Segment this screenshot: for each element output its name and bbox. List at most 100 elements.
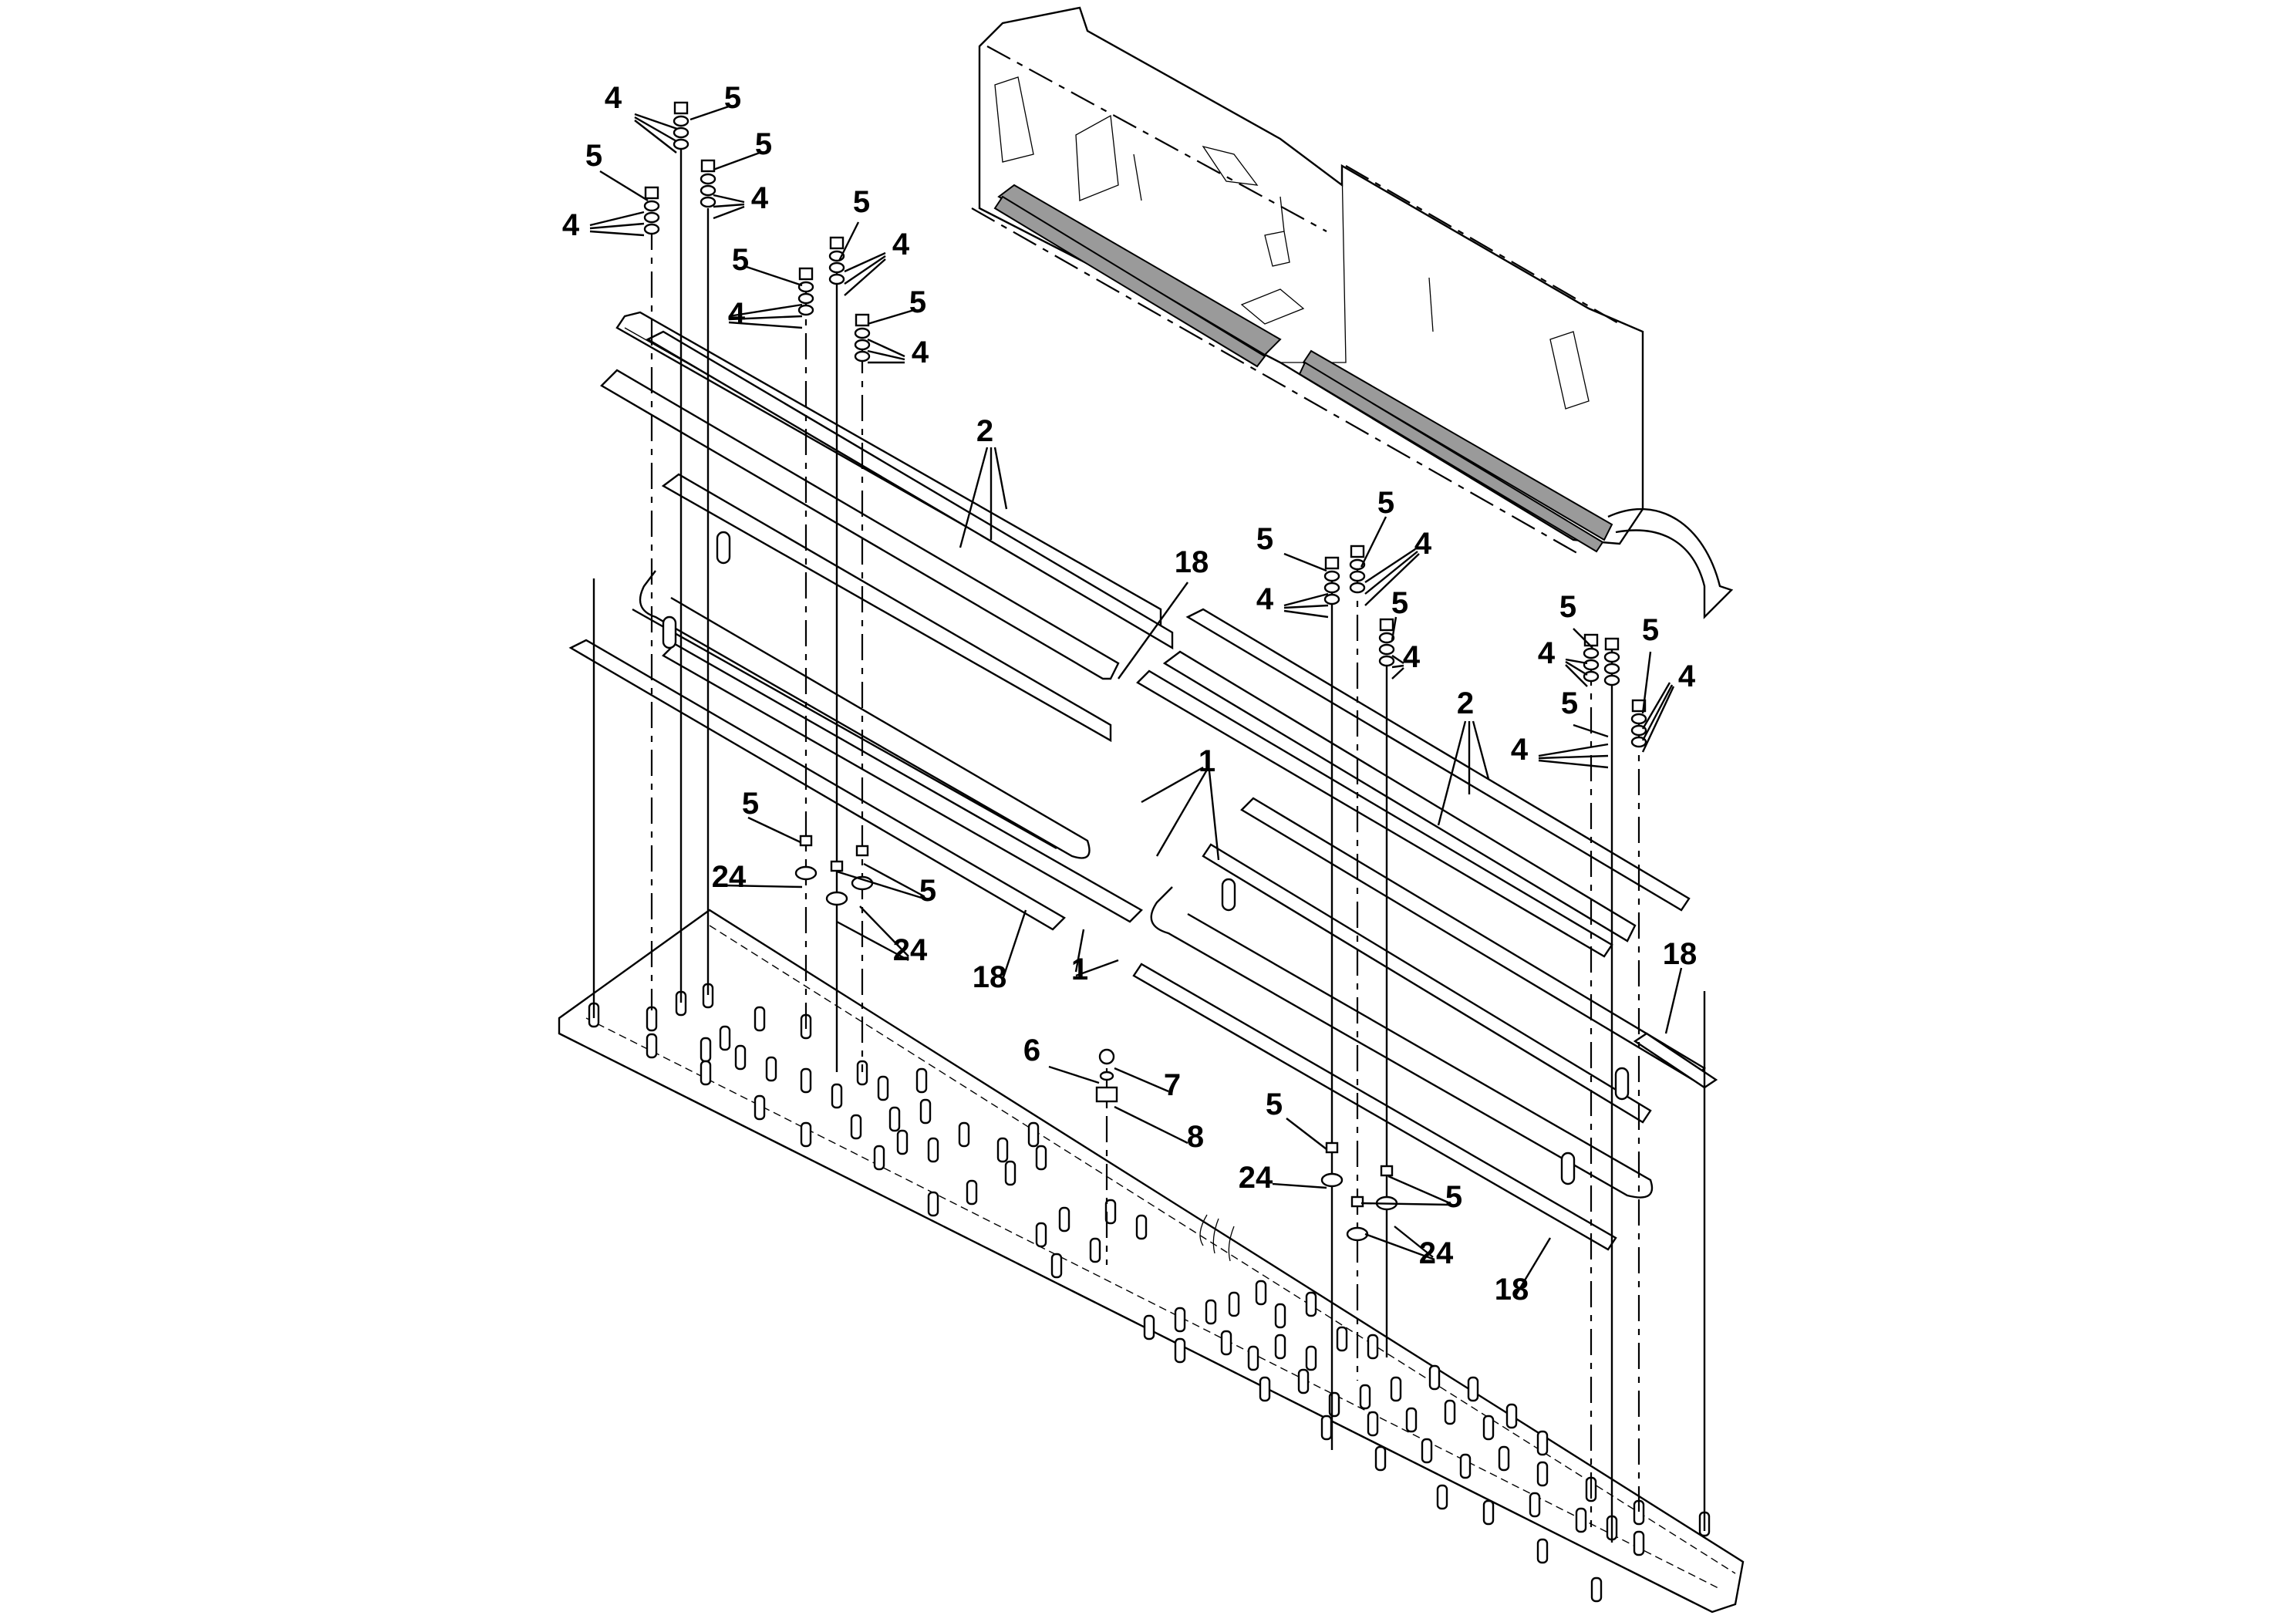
nut-washer-stack	[673, 101, 689, 150]
threaded-stud	[1089, 1237, 1101, 1263]
threaded-stud	[966, 1179, 978, 1206]
callout-label-5: 5	[755, 127, 772, 161]
nut-washer-stack	[854, 313, 871, 363]
threaded-stud	[888, 1106, 901, 1132]
right-rail-assembly	[1132, 608, 1718, 1251]
threaded-stud	[1058, 1206, 1070, 1233]
threaded-stud	[1482, 1499, 1495, 1526]
base-tray	[558, 909, 1745, 1614]
threaded-stud	[1590, 1576, 1603, 1603]
threaded-stud	[927, 1137, 939, 1163]
threaded-stud	[1575, 1507, 1587, 1533]
threaded-stud	[1482, 1415, 1495, 1441]
threaded-stud	[1174, 1337, 1186, 1364]
threaded-stud	[1035, 1222, 1047, 1248]
callout-label-5: 5	[1642, 613, 1659, 647]
nut-washer-24	[1320, 1141, 1344, 1188]
nut-washer-stack	[1349, 545, 1366, 594]
threaded-stud	[896, 1129, 909, 1155]
threaded-stud	[1027, 1121, 1040, 1148]
threaded-stud	[1459, 1453, 1472, 1479]
callout-label-2: 2	[1457, 686, 1474, 720]
callout-label-24: 24	[712, 860, 747, 894]
threaded-stud	[877, 1075, 889, 1101]
threaded-stud	[1174, 1307, 1186, 1333]
callout-label-5: 5	[919, 874, 936, 908]
threaded-stud	[1367, 1334, 1379, 1360]
callout-label-5: 5	[724, 81, 741, 115]
callout-label-4: 4	[605, 81, 622, 115]
threaded-stud	[1444, 1399, 1456, 1425]
threaded-stud	[1374, 1445, 1387, 1472]
callout-label-5: 5	[1266, 1088, 1283, 1121]
nut-washer-stack	[797, 267, 814, 316]
threaded-stud	[1536, 1538, 1549, 1564]
threaded-stud	[700, 1060, 712, 1086]
nut-washer-stack	[1378, 618, 1395, 667]
callout-label-4: 4	[1538, 636, 1556, 670]
nut-washer-stack	[700, 159, 716, 208]
nut-washer-stack	[1630, 699, 1647, 748]
callout-label-18: 18	[1175, 545, 1209, 579]
nut-washer-stack	[828, 236, 845, 285]
callout-label-4: 4	[1511, 733, 1529, 767]
threaded-stud	[1498, 1445, 1510, 1472]
threaded-stud	[1536, 1461, 1549, 1487]
threaded-stud	[1205, 1299, 1217, 1325]
callout-label-5: 5	[585, 139, 602, 173]
terminal-block	[1095, 1048, 1118, 1103]
threaded-stud	[1247, 1345, 1259, 1371]
threaded-stud	[1405, 1407, 1418, 1433]
callout-label-24: 24	[1239, 1161, 1273, 1195]
threaded-stud	[1320, 1415, 1333, 1441]
callout-label-24: 24	[893, 933, 928, 967]
threaded-stud	[1035, 1145, 1047, 1171]
threaded-stud	[1259, 1376, 1271, 1402]
callout-label-4: 4	[728, 297, 746, 331]
threaded-stud	[1305, 1345, 1317, 1371]
threaded-stud	[996, 1137, 1009, 1163]
threaded-stud	[1367, 1411, 1379, 1437]
threaded-stud	[1305, 1291, 1317, 1317]
callout-label-6: 6	[1023, 1034, 1040, 1067]
threaded-stud	[1428, 1364, 1441, 1391]
callout-label-5: 5	[1561, 686, 1578, 720]
callout-label-5: 5	[1391, 586, 1408, 620]
threaded-stud	[927, 1191, 939, 1217]
callout-label-5: 5	[1559, 590, 1576, 624]
threaded-stud	[646, 1033, 658, 1059]
callout-label-4: 4	[912, 336, 929, 369]
threaded-stud	[1529, 1492, 1541, 1518]
threaded-stud	[856, 1060, 868, 1086]
callout-label-24: 24	[1419, 1236, 1454, 1270]
callout-label-5: 5	[1256, 522, 1273, 556]
threaded-stud	[1467, 1376, 1479, 1402]
callout-label-18: 18	[1495, 1273, 1529, 1307]
nut-washer-24	[794, 835, 818, 881]
threaded-stud	[646, 1006, 658, 1032]
callout-label-8: 8	[1187, 1120, 1204, 1154]
threaded-stud	[1228, 1291, 1240, 1317]
threaded-stud	[1633, 1530, 1645, 1556]
threaded-stud	[1050, 1253, 1063, 1279]
threaded-stud	[754, 1094, 766, 1121]
machine-frame-inset	[971, 6, 1734, 619]
callout-label-7: 7	[1164, 1068, 1181, 1102]
assembly-axis-lines	[592, 147, 1706, 1543]
threaded-stud	[1359, 1384, 1371, 1410]
callout-label-4: 4	[1414, 527, 1432, 561]
nut-washer-stack	[1603, 637, 1620, 686]
threaded-stud	[1421, 1438, 1433, 1464]
threaded-stud	[958, 1121, 970, 1148]
callout-label-4: 4	[1403, 640, 1421, 674]
threaded-stud	[850, 1114, 862, 1140]
callout-label-1: 1	[1071, 953, 1088, 986]
leader-lines	[589, 105, 1683, 1297]
callout-label-18: 18	[1663, 937, 1698, 971]
callout-label-5: 5	[1377, 486, 1394, 520]
threaded-stud	[1336, 1326, 1348, 1352]
nut-washer-stack	[1323, 556, 1340, 605]
threaded-stud	[1436, 1484, 1448, 1510]
fastener-stacks	[643, 101, 1647, 1242]
